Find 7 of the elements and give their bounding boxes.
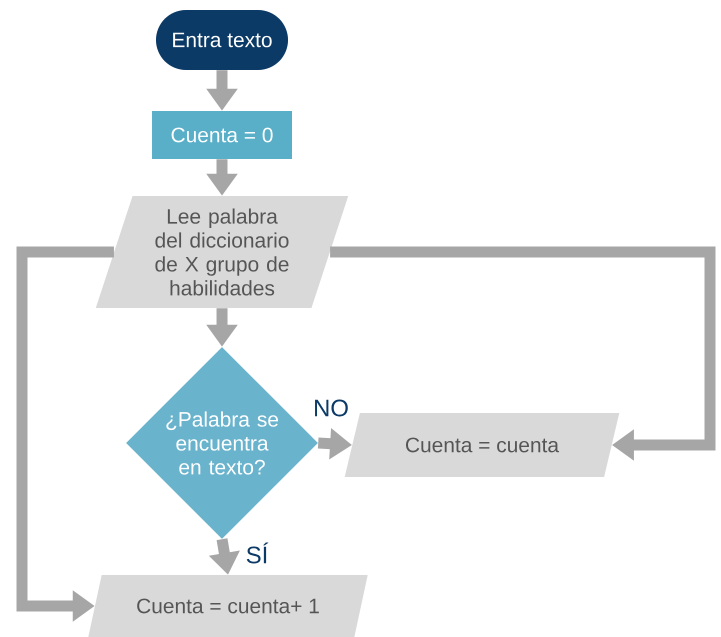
start-terminal: Entra texto: [156, 10, 288, 70]
arrow: [330, 246, 716, 461]
input-parallelogram: Lee palabra del diccionario de X grupo de habilidades: [96, 196, 348, 308]
edge-label: SÍ: [244, 542, 270, 564]
process-parallelogram: Cuenta = cuenta+ 1: [88, 575, 368, 637]
process-parallelogram: Cuenta = cuenta: [344, 413, 620, 477]
process-box: Cuenta = 0: [152, 111, 292, 159]
